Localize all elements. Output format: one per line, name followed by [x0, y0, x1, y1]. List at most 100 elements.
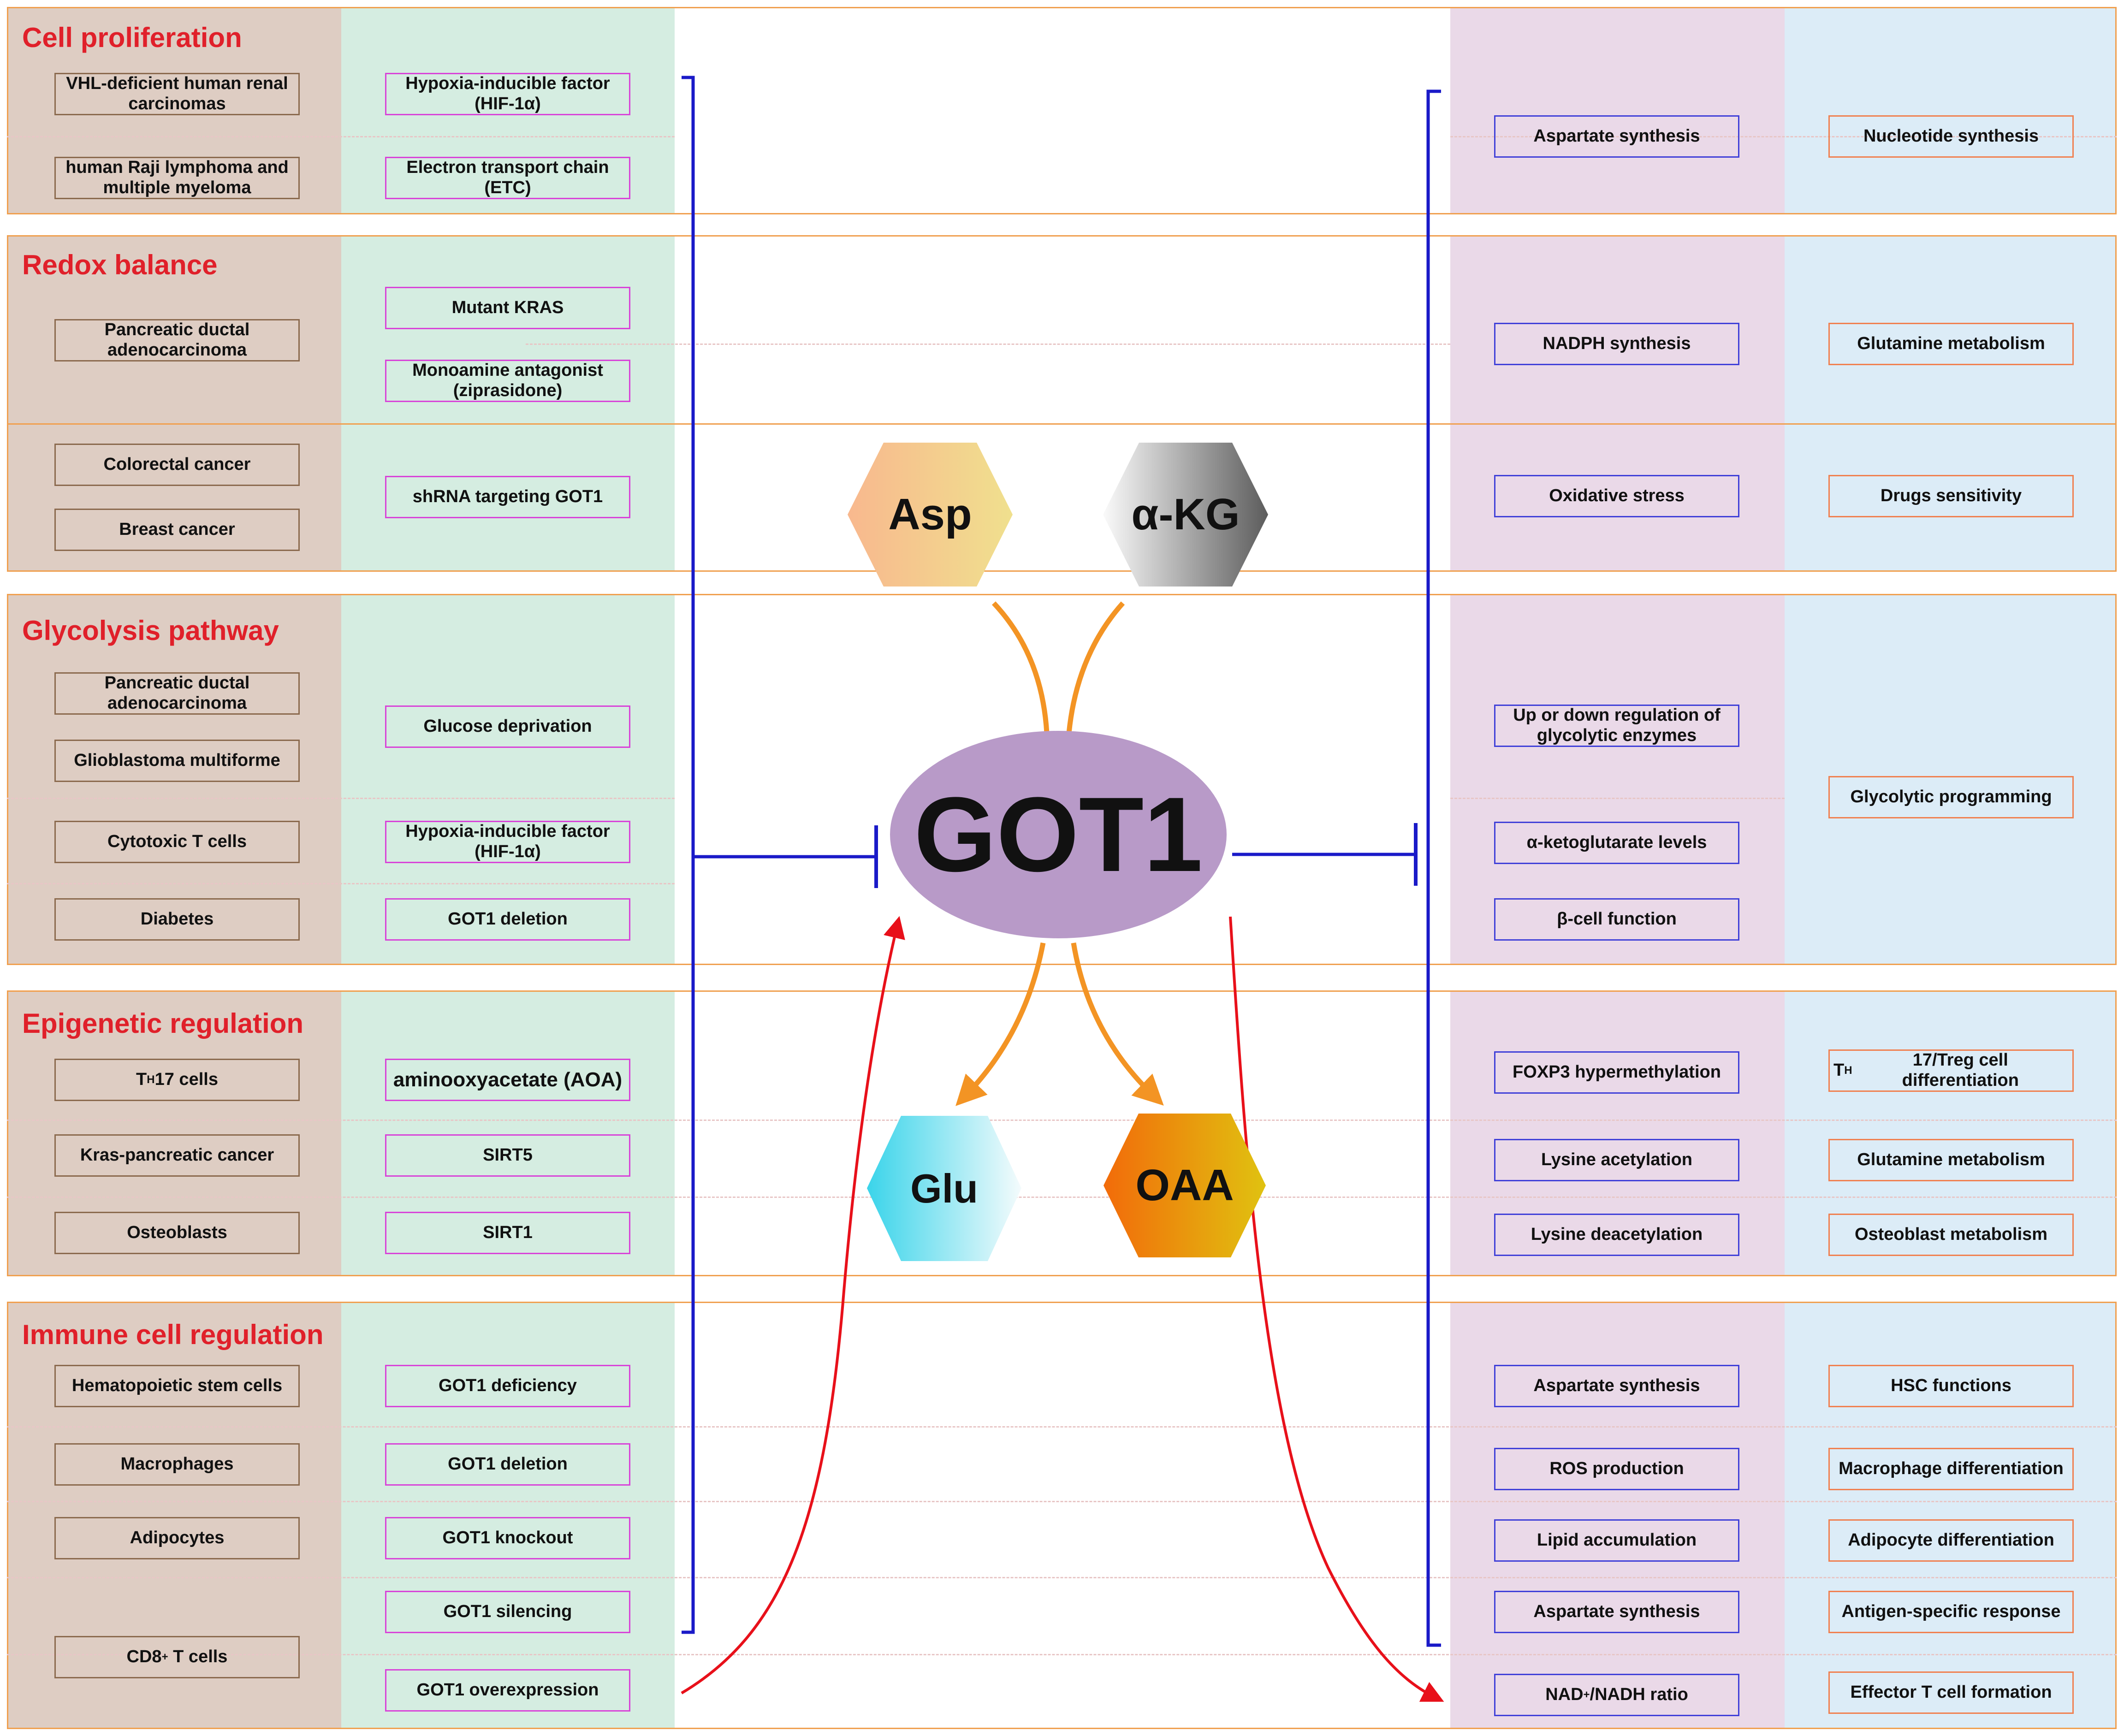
context-box: Cytotoxic T cells [54, 821, 300, 863]
regulator-box: Hypoxia-inducible factor (HIF-1α) [385, 73, 630, 115]
row-divider [7, 883, 675, 884]
context-main: T [136, 1070, 147, 1090]
row-divider [7, 1654, 2117, 1655]
regulator-box: aminooxyacetate (AOA) [385, 1059, 630, 1101]
oaa-label: OAA [1135, 1161, 1234, 1210]
process-column-bg [1450, 7, 1785, 1729]
got1-node: GOT1 [890, 731, 1227, 938]
regulator-box: GOT1 silencing [385, 1591, 630, 1633]
regulator-box: Mutant KRAS [385, 287, 630, 329]
outcome-rest: 17/Treg cell differentiation [1902, 1050, 2019, 1090]
context-box: Breast cancer [54, 509, 300, 551]
outcome-box: Drugs sensitivity [1828, 475, 2074, 517]
left-bracket [682, 76, 695, 1634]
hexagon-shape [1103, 443, 1268, 587]
process-box: α-ketoglutarate levels [1494, 822, 1739, 864]
outcome-box: Nucleotide synthesis [1828, 115, 2074, 158]
akg-to-got1-curve [1066, 601, 1125, 734]
right-bracket [1426, 89, 1441, 1647]
context-box: Glioblastoma multiforme [54, 740, 300, 782]
process-sup: + [1583, 1689, 1590, 1701]
process-box: Aspartate synthesis [1494, 115, 1739, 158]
context-box: VHL-deficient human renal carcinomas [54, 73, 300, 115]
row-divider [7, 1120, 2117, 1121]
section-band-immune [7, 1302, 2117, 1729]
got1-ellipse [890, 731, 1227, 938]
glu-label: Glu [910, 1165, 978, 1211]
process-box: Up or down regulation of glycolytic enzy… [1494, 705, 1739, 747]
oaa-hexagon: OAA [1104, 1114, 1266, 1257]
regulator-box: GOT1 knockout [385, 1517, 630, 1559]
section-band-glycolysis [7, 594, 2117, 965]
band-gap [0, 0, 2124, 7]
glu-hexagon: Glu [867, 1116, 1021, 1261]
regulator-box: Monoamine antagonist (ziprasidone) [385, 360, 630, 402]
outcome-column-bg [1785, 7, 2117, 1729]
process-rest: /NADH ratio [1590, 1685, 1688, 1705]
hexagon-shape [867, 1116, 1021, 1261]
row-divider [1450, 798, 1785, 799]
outcome-box: Effector T cell formation [1828, 1671, 2074, 1714]
outcome-box: Macrophage differentiation [1828, 1448, 2074, 1490]
context-box: Osteoblasts [54, 1212, 300, 1254]
context-box: Diabetes [54, 898, 300, 941]
process-box: Lysine acetylation [1494, 1139, 1739, 1181]
band-gap [0, 572, 2124, 594]
regulator-box: GOT1 deletion [385, 898, 630, 941]
regulator-box: Glucose deprivation [385, 705, 630, 748]
row-divider [7, 136, 675, 137]
band-gap [0, 214, 2124, 235]
section-band-cell-proliferation [7, 7, 2117, 214]
got1-label: GOT1 [914, 775, 1203, 894]
context-box: CD8+ T cells [54, 1636, 300, 1678]
process-box: NADPH synthesis [1494, 323, 1739, 365]
context-sup: + [161, 1651, 168, 1664]
outcome-box: Glycolytic programming [1828, 776, 2074, 818]
process-box: Lysine deacetylation [1494, 1214, 1739, 1256]
context-column-bg [7, 7, 341, 1729]
outcome-main: T [1833, 1061, 1845, 1080]
context-main: CD8 [126, 1647, 162, 1667]
section-title-cell-proliferation: Cell proliferation [22, 22, 242, 53]
section-band-epigenetic [7, 990, 2117, 1276]
context-box: Pancreatic ductal adenocarcinoma [54, 319, 300, 361]
row-divider [526, 344, 1450, 345]
got1-to-nad-activate-arrow [1229, 916, 1444, 1702]
outcome-box: Osteoblast metabolism [1828, 1214, 2074, 1256]
section-title-redox-balance: Redox balance [22, 249, 218, 280]
asp-to-got1-curve [991, 601, 1050, 734]
section-title-epigenetic-regulation: Epigenetic regulation [22, 1008, 304, 1039]
got1-to-glu-arrow [955, 942, 1046, 1106]
context-box: Hematopoietic stem cells [54, 1365, 300, 1407]
process-box: Lipid accumulation [1494, 1519, 1739, 1562]
context-box: human Raji lymphoma and multiple myeloma [54, 157, 300, 199]
context-box: Adipocytes [54, 1517, 300, 1559]
regulator-box: GOT1 deficiency [385, 1365, 630, 1407]
context-sub: H [147, 1073, 155, 1086]
outcome-box: Glutamine metabolism [1828, 323, 2074, 365]
hexagon-shape [1104, 1114, 1266, 1257]
regulator-box: SIRT1 [385, 1212, 630, 1254]
process-box: Aspartate synthesis [1494, 1365, 1739, 1407]
regulator-box: shRNA targeting GOT1 [385, 476, 630, 518]
band-gap [0, 1276, 2124, 1302]
row-divider [7, 1197, 2117, 1198]
got1-to-oaa-arrow [1071, 942, 1164, 1106]
hexagon-shape [848, 443, 1013, 587]
context-box: Colorectal cancer [54, 444, 300, 486]
akg-hexagon: α-KG [1103, 443, 1268, 587]
section-title-immune-cell-regulation: Immune cell regulation [22, 1319, 324, 1350]
outcome-box: Antigen-specific response [1828, 1591, 2074, 1633]
process-main: NAD [1545, 1685, 1584, 1705]
asp-hexagon: Asp [848, 443, 1013, 587]
regulator-box: GOT1 deletion [385, 1443, 630, 1486]
context-box: Macrophages [54, 1443, 300, 1486]
process-box: FOXP3 hypermethylation [1494, 1051, 1739, 1094]
regulator-column-bg [341, 7, 675, 1729]
outcome-box: Glutamine metabolism [1828, 1139, 2074, 1181]
akg-label: α-KG [1131, 490, 1240, 539]
regulator-box: Hypoxia-inducible factor (HIF-1α) [385, 821, 630, 863]
